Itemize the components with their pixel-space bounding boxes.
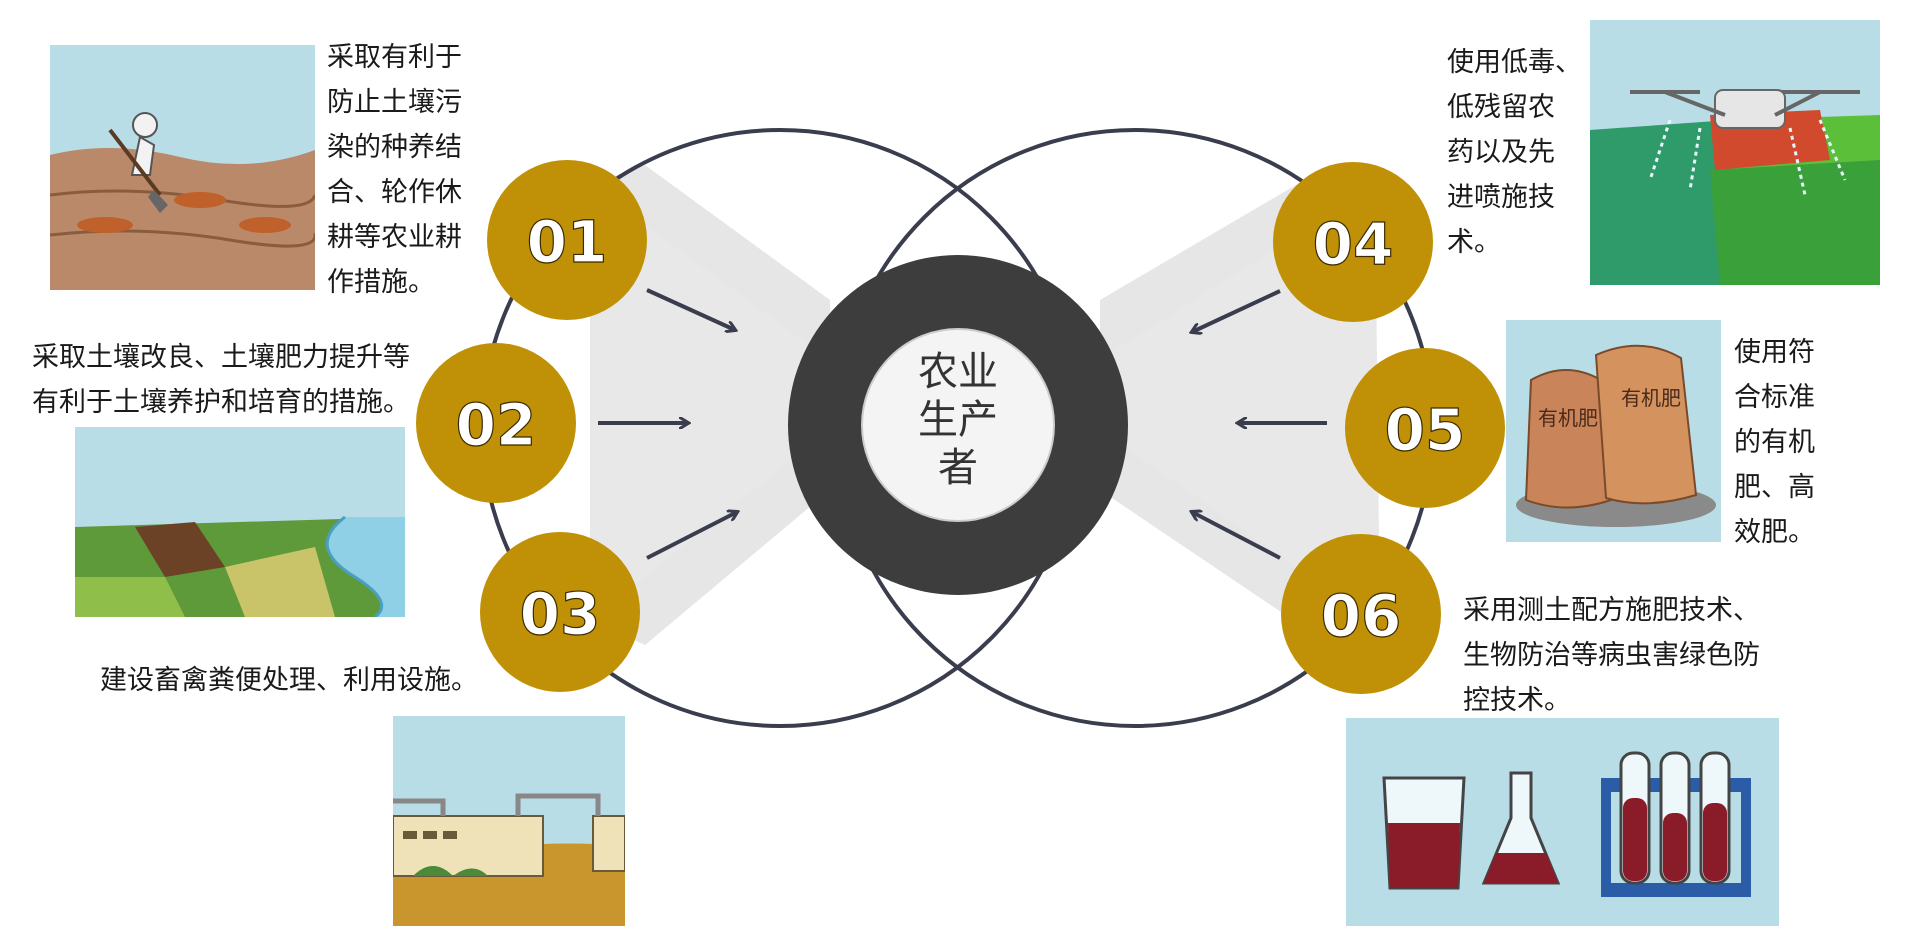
item-05-line: 效肥。 (1734, 517, 1815, 548)
fields-river-illustration (75, 427, 405, 617)
item-01-line: 防止土壤污 (327, 87, 462, 118)
item-04-line: 药以及先 (1447, 137, 1555, 168)
badge-03-number: 03 (520, 580, 601, 648)
center-disc (861, 328, 1055, 522)
item-03-line: 建设畜禽粪便处理、利用设施。 (100, 665, 478, 696)
center-label-line-3: 者 (938, 445, 978, 491)
item-05-line: 肥、高 (1734, 472, 1815, 503)
drone-illustration (1590, 20, 1880, 285)
item-06-picture (1346, 718, 1779, 926)
item-06-line: 生物防治等病虫害绿色防 (1463, 640, 1760, 671)
farmer-digging-illustration (50, 45, 315, 290)
item-04-line: 低残留农 (1447, 92, 1555, 123)
arrow-06 (1192, 512, 1281, 560)
item-03-text: 建设畜禽粪便处理、利用设施。 (100, 658, 478, 703)
arrow-04 (1192, 289, 1281, 332)
item-01-line: 采取有利于 (327, 42, 462, 73)
item-02-text: 采取土壤改良、土壤肥力提升等 有利于土壤养护和培育的措施。 (32, 335, 410, 425)
item-01-picture (50, 45, 315, 290)
item-02-line: 有利于土壤养护和培育的措施。 (32, 387, 410, 418)
item-05-line: 使用符 (1734, 337, 1815, 368)
item-06-text: 采用测土配方施肥技术、 生物防治等病虫害绿色防 控技术。 (1463, 588, 1760, 723)
item-05-picture: 有机肥 有机肥 (1506, 320, 1721, 542)
item-04-line: 进喷施技 (1447, 182, 1555, 213)
badge-06: 06 (1281, 534, 1441, 694)
badge-06-number: 06 (1321, 582, 1402, 650)
item-05-text: 使用符 合标准 的有机 肥、高 效肥。 (1734, 330, 1815, 555)
item-01-line: 作措施。 (327, 267, 435, 298)
badge-05-number: 05 (1385, 396, 1466, 464)
badge-04-number: 04 (1313, 210, 1394, 278)
bag-label-right: 有机肥 (1621, 386, 1681, 410)
item-05-line: 合标准 (1734, 382, 1815, 413)
badge-05: 05 (1345, 348, 1505, 508)
item-04-line: 术。 (1447, 227, 1501, 258)
item-01-line: 合、轮作休 (327, 177, 462, 208)
facility-illustration (393, 716, 625, 926)
badge-01-number: 01 (527, 208, 608, 276)
item-02-line: 采取土壤改良、土壤肥力提升等 (32, 342, 410, 373)
center-label-line-1: 农业 (918, 349, 998, 395)
item-01-text: 采取有利于 防止土壤污 染的种养结 合、轮作休 耕等农业耕 作措施。 (327, 35, 462, 305)
item-04-picture (1590, 20, 1880, 285)
badge-01: 01 (487, 160, 647, 320)
item-06-line: 控技术。 (1463, 685, 1571, 716)
arrow-03 (646, 512, 737, 560)
item-01-line: 耕等农业耕 (327, 222, 462, 253)
item-04-text: 使用低毒、 低残留农 药以及先 进喷施技 术。 (1447, 40, 1582, 265)
lab-glassware-illustration (1346, 718, 1779, 926)
badge-03: 03 (480, 532, 640, 692)
item-01-line: 染的种养结 (327, 132, 462, 163)
beam-left-fill (590, 185, 830, 620)
fertilizer-bags-illustration: 有机肥 有机肥 (1506, 320, 1721, 542)
badge-04: 04 (1273, 162, 1433, 322)
arrow-01 (646, 288, 735, 330)
bag-label-left: 有机肥 (1538, 406, 1598, 430)
item-06-line: 采用测土配方施肥技术、 (1463, 595, 1760, 626)
badge-02-number: 02 (456, 391, 537, 459)
item-04-line: 使用低毒、 (1447, 47, 1582, 78)
item-05-line: 的有机 (1734, 427, 1815, 458)
badge-02: 02 (416, 343, 576, 503)
item-03-picture (393, 716, 625, 926)
item-02-picture (75, 427, 405, 617)
center-label-line-2: 生产 (918, 397, 998, 443)
